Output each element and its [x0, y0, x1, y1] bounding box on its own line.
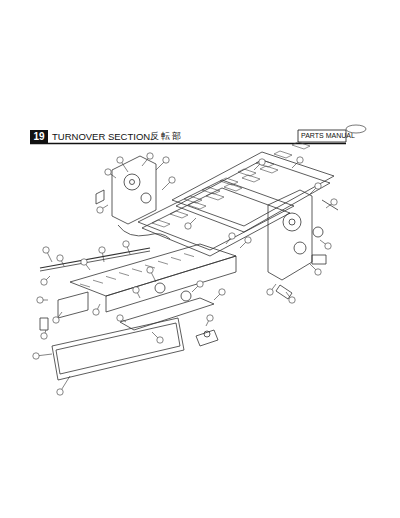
gear-hub — [289, 219, 295, 225]
section-number-box: 19 — [30, 130, 48, 143]
callout-bubble — [53, 317, 59, 323]
callout-bubble — [325, 243, 331, 249]
manual-label: PARTS MANUAL — [301, 132, 355, 139]
slot — [220, 178, 238, 185]
gear — [124, 174, 140, 190]
slot — [184, 196, 202, 203]
pulley — [313, 227, 323, 237]
slot — [202, 187, 220, 194]
slot — [242, 175, 260, 182]
shaft — [40, 248, 150, 268]
callout-bubble — [297, 157, 303, 163]
section-title-ja: 反転部 — [150, 131, 183, 143]
callout-bubble — [43, 247, 49, 253]
callout-bubble — [185, 223, 191, 229]
callout-bubble — [57, 389, 63, 395]
callout-bubble — [163, 157, 169, 163]
slot — [274, 151, 292, 158]
bracket — [58, 292, 88, 318]
rib — [119, 273, 129, 276]
callout-bubble — [315, 269, 321, 275]
tray-plate-edge — [176, 160, 330, 232]
callout-bubble — [157, 337, 163, 343]
callout-bubble — [245, 237, 251, 243]
callout-bubble — [197, 281, 203, 287]
callout-bubble — [147, 267, 153, 273]
callout-bubble — [169, 177, 175, 183]
gear — [141, 193, 151, 203]
gear — [283, 213, 301, 231]
rib — [80, 284, 90, 287]
drive-frame — [112, 156, 156, 224]
callout-bubble — [123, 241, 129, 247]
callout-bubble — [219, 289, 225, 295]
shaft — [40, 251, 150, 271]
callout-bubble — [105, 169, 111, 175]
section-number: 19 — [33, 131, 44, 142]
cover-plate-inner — [56, 323, 180, 374]
callout-bubble — [41, 279, 47, 285]
rib — [158, 261, 168, 264]
callout-bubble — [315, 183, 321, 189]
slot — [260, 166, 278, 173]
callout-bubble — [267, 289, 273, 295]
callout-bubble — [259, 159, 265, 165]
callout-bubble — [57, 255, 63, 261]
callout-bubble — [117, 315, 123, 321]
slot — [292, 142, 310, 149]
roller — [155, 283, 165, 293]
callout-bubble — [289, 297, 295, 303]
callout-bubble — [331, 199, 337, 205]
callout-bubble — [147, 153, 153, 159]
guide-plate — [138, 180, 294, 250]
rib — [132, 269, 142, 272]
solenoid — [196, 330, 218, 346]
rib — [184, 254, 194, 257]
label-plate — [40, 318, 48, 330]
callout-bubble — [33, 353, 39, 359]
callout-bubble — [37, 297, 43, 303]
callout-bubble — [93, 309, 99, 315]
tray-plate — [172, 152, 334, 226]
slot — [152, 220, 170, 227]
rib — [171, 257, 181, 260]
slot — [170, 211, 188, 218]
callout-bubble — [41, 333, 47, 339]
slot — [238, 169, 256, 176]
bracket — [276, 285, 292, 299]
spring — [204, 331, 210, 337]
section-title: TURNOVER SECTION — [52, 131, 150, 142]
header-rule — [30, 143, 346, 145]
slot — [224, 184, 242, 191]
slot — [206, 193, 224, 200]
slot — [188, 202, 206, 209]
roller — [181, 291, 191, 301]
callout-bubble — [207, 315, 213, 321]
sensor — [96, 190, 104, 204]
bracket — [312, 255, 326, 264]
gear-hub — [130, 180, 135, 185]
callout-bubble — [117, 157, 123, 163]
callout-bubble — [133, 287, 139, 293]
callout-bubble — [229, 233, 235, 239]
page-mark — [346, 125, 366, 133]
side-frame — [268, 190, 312, 280]
cover-plate — [52, 318, 184, 380]
gear — [294, 242, 306, 254]
transport-rail — [70, 244, 236, 296]
callout-bubble — [99, 247, 105, 253]
callout-bubble — [97, 207, 103, 213]
wire-harness — [118, 225, 170, 239]
callout-bubble — [81, 259, 87, 265]
transport-rail-side — [106, 256, 236, 312]
rib — [106, 276, 116, 279]
rib — [93, 280, 103, 283]
